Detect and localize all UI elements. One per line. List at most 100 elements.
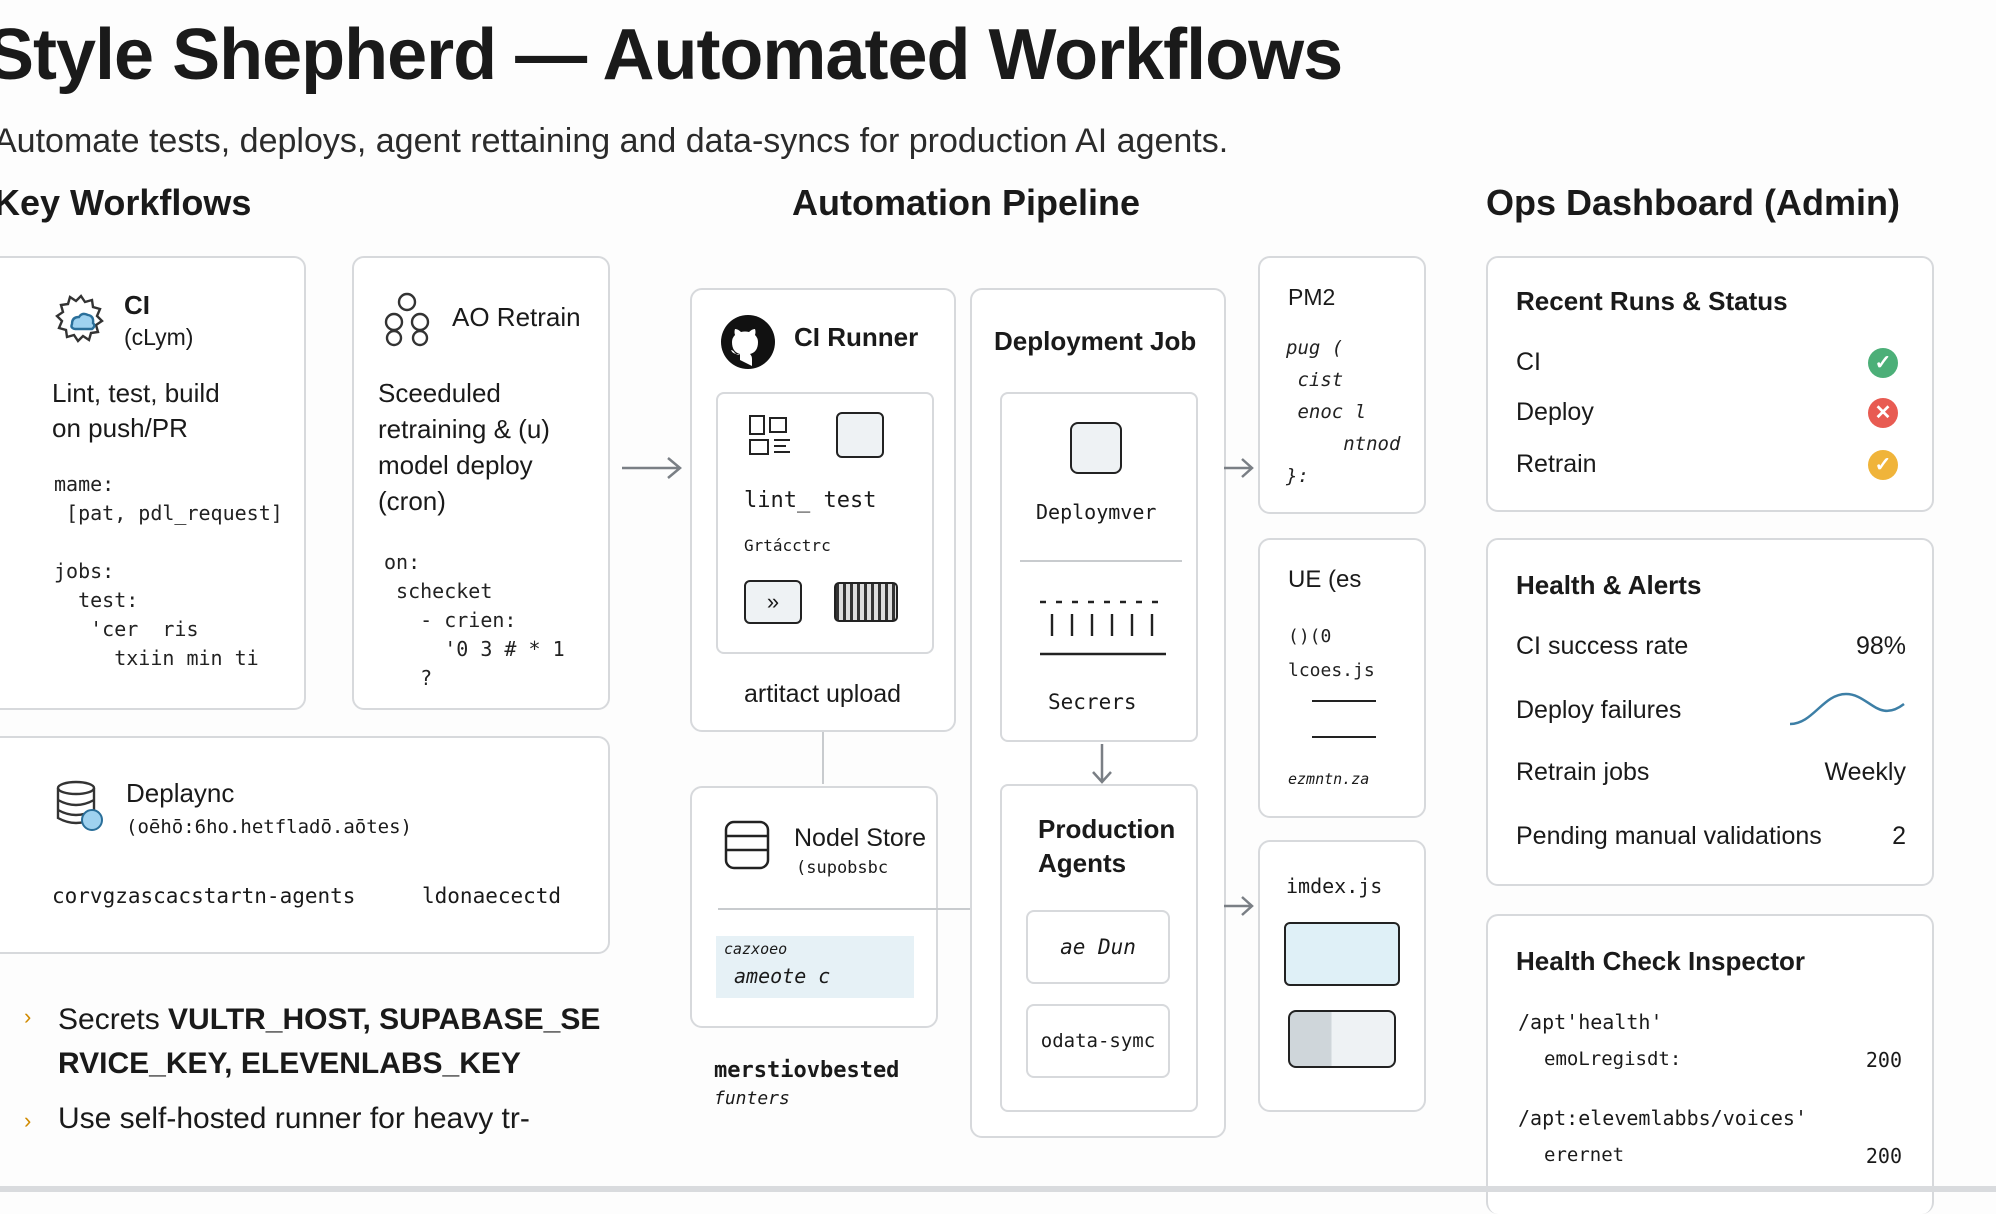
connector-line [822, 732, 824, 784]
forward-arrows-icon: » [744, 580, 802, 624]
github-icon [721, 315, 775, 369]
ci-runner-step-lint: lint_ test [744, 488, 877, 513]
ci-title: CI [124, 290, 150, 320]
pipeline-model-store[interactable]: Nodel Store (supobsbc cazxoeo ameote c [690, 786, 996, 1028]
pipeline-ci-runner[interactable]: CI Runner lint_ test Grtácctrc » artitac… [690, 288, 956, 732]
bottom-border [0, 1186, 1996, 1192]
pipeline-ue[interactable]: UE (es ()(0 lcoes.js ezmntn.za [1258, 538, 1426, 818]
model-store-title: Nodel Store [794, 824, 927, 852]
page-title: Style Shepherd — Automated Workflows [0, 15, 1343, 95]
retrain-cron-snippet: on: schecket - crien: '0 3 # * 1 ? [384, 550, 565, 690]
bullet-chevron-icon: › [24, 1108, 32, 1133]
retrain-title: AO Retrain [452, 302, 581, 332]
heading-automation-pipeline: Automation Pipeline [792, 182, 1141, 223]
ci-runner-footer: artitact upload [744, 680, 902, 708]
inspector-row-1-sub: emoLregisdt: [1544, 1048, 1682, 1070]
ci-description-line-2: on push/PR [52, 413, 188, 443]
ue-divider-2 [1312, 736, 1376, 738]
pipeline-index-js[interactable]: imdex.js [1258, 840, 1426, 1112]
deploy-subtitle: (oēhō:6ho.hetfladō.aōtes) [126, 816, 412, 838]
deploy-target-2: ldonaecectd [422, 884, 562, 908]
workflow-card-deploy[interactable]: Deplaync (oēhō:6ho.hetfladō.aōtes) corvg… [0, 736, 610, 954]
inspector-row-2-code: 200 [1865, 1144, 1902, 1168]
workflow-card-retrain[interactable]: AO Retrain Sceeduled retraining & (u) mo… [352, 256, 610, 710]
pending-icon: ✓ [1868, 450, 1898, 480]
deploy-failures-label: Deploy failures [1516, 696, 1682, 724]
health-alerts-panel: Health & Alerts CI success rate 98% Depl… [1486, 538, 1934, 886]
ci-success-label: CI success rate [1516, 632, 1689, 660]
ue-title: UE (es [1288, 566, 1362, 593]
code-window-icon [1284, 922, 1400, 986]
model-store-divider [718, 908, 996, 910]
ci-success-value: 98% [1855, 632, 1906, 660]
gear-cloud-icon [55, 294, 104, 343]
ci-subtitle: (cLym) [124, 324, 194, 350]
inspector-title: Health Check Inspector [1516, 946, 1805, 976]
deploy-title: Deplaync [126, 778, 235, 808]
inspector-row-1-code: 200 [1865, 1048, 1902, 1072]
ci-runner-title: CI Runner [794, 322, 919, 352]
production-agent-item-1[interactable]: ae Dun [1026, 910, 1170, 984]
ue-divider-1 [1312, 700, 1376, 702]
arrow-right-icon [1224, 896, 1254, 916]
server-stack-icon [724, 820, 770, 870]
arrow-right-icon [1224, 458, 1254, 478]
health-check-inspector: Health Check Inspector /apt'health' emoL… [1486, 914, 1934, 1214]
model-store-runner-note: merstiovbested [714, 1058, 900, 1083]
retrain-description-line-1: Sceeduled [378, 378, 501, 408]
network-nodes-icon [384, 292, 430, 347]
production-title-line-1: Production [1038, 814, 1176, 844]
retrain-description-line-2: retraining & (u) [378, 414, 550, 444]
ci-runner-steps: lint_ test Grtácctrc » [716, 392, 934, 654]
inspector-row-1-path[interactable]: /apt'health' [1518, 1010, 1663, 1034]
pipeline-pm2[interactable]: PM2 pug ( cist enoc l ntnod }: [1258, 256, 1426, 514]
heading-key-workflows: Key Workflows [0, 182, 252, 223]
recent-runs-panel: Recent Runs & Status CI ✓ Deploy ✕ Retra… [1486, 256, 1934, 512]
deploy-target-1: corvgzascacstartn-agents [52, 884, 356, 908]
health-title: Health & Alerts [1516, 570, 1702, 600]
ci-description-line-1: Lint, test, build [52, 378, 220, 408]
inspector-row-2-path[interactable]: /apt:elevemlabbs/voices' [1518, 1106, 1807, 1130]
ue-snippet: ()(0 lcoes.js [1288, 626, 1375, 681]
arrow-down-icon [1092, 744, 1112, 784]
retrain-description-line-3: model deploy [378, 450, 533, 480]
inspector-row-2-sub: erernet [1544, 1144, 1625, 1166]
pipeline-deployment-job[interactable]: Deployment Job Deploymver Secrers Produc… [970, 288, 1226, 1138]
terminal-box-icon [836, 412, 884, 458]
ci-runner-step-build: Grtácctrc [744, 536, 831, 555]
deploy-box-icon [1070, 422, 1122, 474]
model-store-runner-note-2: funters [714, 1088, 790, 1109]
workflow-card-ci[interactable]: CI (cLym) Lint, test, build on push/PR m… [0, 256, 306, 710]
deploy-failures-sparkline [1789, 692, 1905, 726]
pm2-config-snippet: pug ( cist enoc l ntnod }: [1286, 337, 1401, 487]
recent-runs-title: Recent Runs & Status [1516, 286, 1788, 316]
settings-panel-icon [1288, 1010, 1396, 1068]
pm2-title: PM2 [1288, 284, 1336, 310]
retrain-jobs-label: Retrain jobs [1516, 758, 1650, 786]
production-agent-item-2[interactable]: odata-symc [1026, 1004, 1170, 1078]
error-icon: ✕ [1868, 398, 1898, 428]
code-grid-icon [749, 415, 790, 455]
storage-box-icon [834, 582, 898, 622]
note-secrets-keys-line-2: RVICE_KEY, ELEVENLABS_KEY [58, 1047, 521, 1080]
ci-yaml-snippet: mame: [pat, pdl_request] jobs: test: 'ce… [54, 472, 283, 670]
run-row-ci-label: CI [1516, 348, 1541, 376]
pending-validations-label: Pending manual validations [1516, 822, 1822, 850]
deployment-step-divider [1020, 560, 1182, 562]
page-subtitle: Automate tests, deploys, agent rettainin… [0, 122, 1229, 160]
deployment-job-steps: Deploymver Secrers [1000, 392, 1198, 742]
model-store-subtitle: (supobsbc [796, 858, 889, 878]
model-store-snippet-line-1: cazxoeo [724, 940, 788, 958]
note-self-hosted: Use self-hosted runner for heavy tr- [58, 1102, 530, 1135]
production-agents[interactable]: Production Agents ae Dun odata-symc [1000, 784, 1198, 1112]
progress-bars-icon [1040, 600, 1166, 656]
check-icon: ✓ [1868, 348, 1898, 378]
deployment-job-title: Deployment Job [994, 326, 1197, 356]
deployment-step-deploy: Deploymver [1036, 500, 1157, 524]
database-deploy-icon [56, 780, 103, 831]
heading-ops-dashboard: Ops Dashboard (Admin) [1486, 182, 1901, 223]
model-store-snippet-line-2: ameote c [734, 964, 831, 988]
bullet-chevron-icon: › [24, 1004, 32, 1029]
ue-footer: ezmntn.za [1288, 770, 1370, 788]
index-title: imdex.js [1286, 874, 1383, 898]
